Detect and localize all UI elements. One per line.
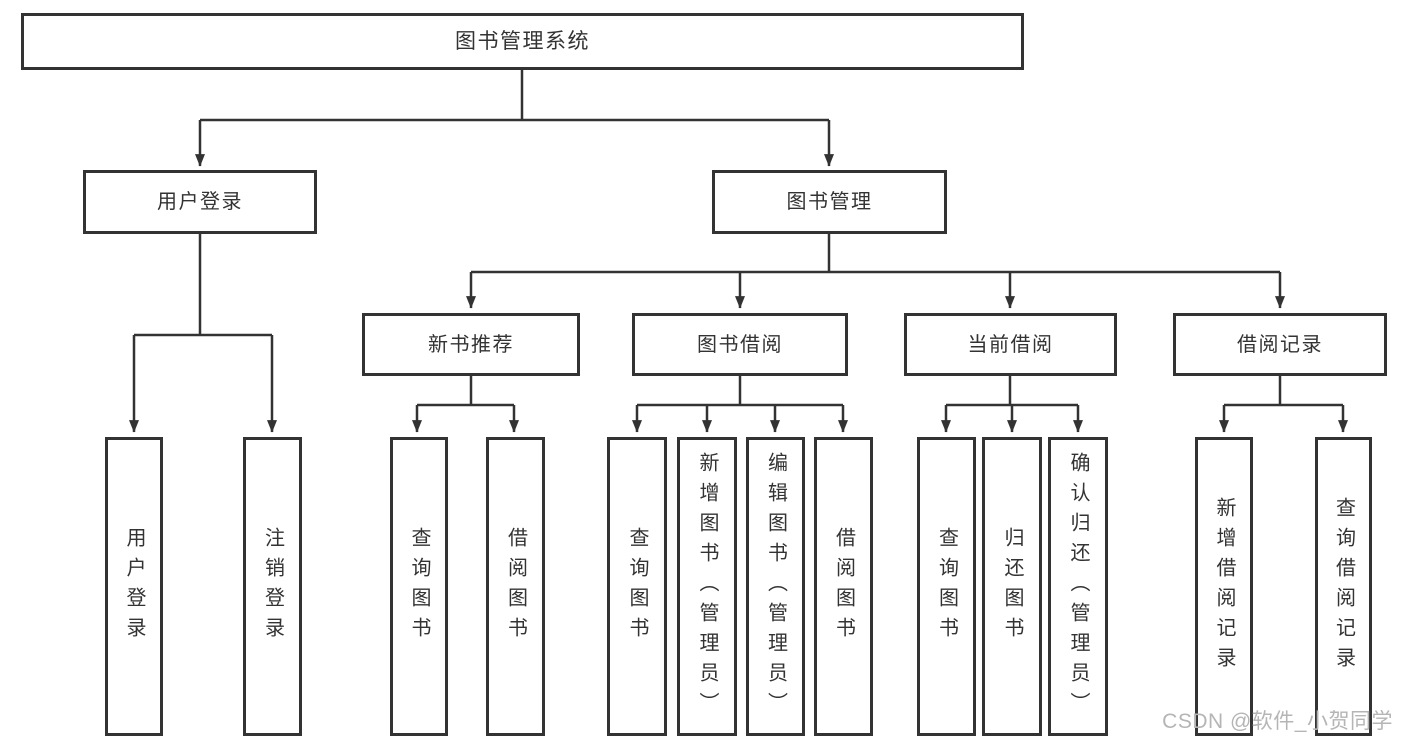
- node-label: 查询图书: [626, 526, 648, 647]
- node-label: 借阅记录: [1237, 333, 1323, 356]
- node-label: 编辑图书（管理员）: [764, 451, 787, 722]
- leaf-query-book-3: 查询图书: [917, 437, 976, 736]
- connector-book-borrow-children: [632, 376, 848, 433]
- leaf-add-borrow-record: 新增借阅记录: [1195, 437, 1253, 736]
- leaf-query-book-2: 查询图书: [607, 437, 667, 736]
- node-label: 借阅图书: [832, 526, 855, 647]
- node-label: 图书管理: [786, 191, 873, 213]
- node-label: 归还图书: [1001, 526, 1023, 647]
- node-label: 查询图书: [408, 526, 430, 647]
- node-label: 用户登录: [123, 526, 145, 647]
- connector-user-login-children: [129, 234, 277, 433]
- leaf-borrow-book-1: 借阅图书: [486, 437, 545, 736]
- csdn-watermark: CSDN @软件_小贺同学: [1162, 710, 1393, 733]
- node-label: 新书推荐: [428, 333, 514, 356]
- node-label: 确认归还（管理员）: [1067, 451, 1089, 722]
- node-label: 图书借阅: [697, 333, 783, 356]
- node-label: 借阅图书: [504, 526, 527, 647]
- node-label: 查询图书: [935, 526, 958, 647]
- leaf-edit-book-admin: 编辑图书（管理员）: [746, 437, 805, 736]
- leaf-query-borrow-record: 查询借阅记录: [1315, 437, 1372, 736]
- connector-new-book-rec-children: [412, 376, 519, 433]
- node-label: 注销登录: [261, 526, 284, 647]
- node-user-login: 用户登录: [83, 170, 317, 234]
- node-label: 新增图书（管理员）: [696, 451, 718, 722]
- node-label: 新增借阅记录: [1213, 496, 1235, 677]
- node-book-management: 图书管理: [712, 170, 947, 234]
- node-label: 用户登录: [157, 191, 243, 213]
- node-current-borrow: 当前借阅: [904, 313, 1117, 376]
- leaf-query-book-1: 查询图书: [390, 437, 448, 736]
- leaf-borrow-book-2: 借阅图书: [814, 437, 873, 736]
- leaf-user-login: 用户登录: [105, 437, 163, 736]
- node-new-book-recommend: 新书推荐: [362, 313, 580, 376]
- node-borrow-records: 借阅记录: [1173, 313, 1387, 376]
- leaf-logout: 注销登录: [243, 437, 302, 736]
- node-book-borrow: 图书借阅: [632, 313, 848, 376]
- node-label: 图书管理系统: [455, 30, 590, 53]
- leaf-return-book: 归还图书: [982, 437, 1042, 736]
- node-library-management-system: 图书管理系统: [21, 13, 1024, 70]
- leaf-add-book-admin: 新增图书（管理员）: [677, 437, 737, 736]
- connector-book-mgmt-children: [466, 234, 1285, 309]
- leaf-confirm-return-admin: 确认归还（管理员）: [1048, 437, 1108, 736]
- connector-root-to-level2: [195, 70, 834, 167]
- connector-borrow-records-children: [1219, 376, 1348, 433]
- node-label: 当前借阅: [967, 333, 1054, 356]
- node-label: 查询借阅记录: [1332, 496, 1355, 677]
- connector-current-borrow-children: [941, 376, 1083, 433]
